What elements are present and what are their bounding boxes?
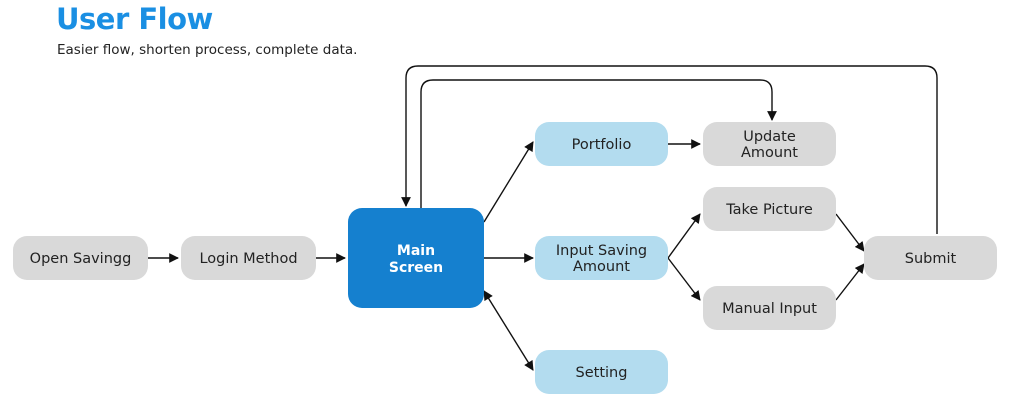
node-setting-label: Setting — [576, 365, 628, 381]
node-open-saving[interactable]: Open Savingg — [13, 236, 148, 280]
edge-submit-to-main-screen-loop — [401, 65, 938, 234]
node-take-picture-box — [703, 187, 836, 231]
page-title: User Flow — [56, 2, 213, 36]
node-input-saving-label-line-2: Amount — [573, 259, 630, 275]
node-update-amount-label-line-2: Amount — [741, 145, 798, 161]
edge-take-picture-to-submit — [835, 213, 865, 252]
node-main-screen[interactable]: Main Screen — [348, 208, 484, 308]
node-portfolio-box — [535, 122, 668, 166]
node-setting-box — [535, 350, 668, 394]
node-manual-input-label: Manual Input — [722, 301, 817, 317]
node-take-picture-label: Take Picture — [725, 202, 813, 218]
node-input-saving-box — [535, 236, 668, 280]
node-open-saving-label: Open Savingg — [30, 251, 132, 267]
node-input-saving[interactable]: Input Saving Amount — [535, 236, 668, 280]
node-login-method-label: Login Method — [199, 251, 297, 267]
node-take-picture[interactable]: Take Picture — [703, 187, 836, 231]
node-login-method[interactable]: Login Method — [181, 236, 316, 280]
node-manual-input-box — [703, 286, 836, 330]
page-subtitle: Easier flow, shorten process, complete d… — [57, 42, 358, 58]
edge-main-screen-to-update-amount-loop — [420, 79, 777, 208]
edge-input-saving-to-take-picture — [667, 213, 701, 259]
edge-main-screen-to-portfolio — [483, 141, 534, 223]
node-input-saving-label-line-1: Input Saving — [556, 243, 647, 259]
node-open-saving-box — [13, 236, 148, 280]
node-portfolio[interactable]: Portfolio — [535, 122, 668, 166]
edge-main-screen-setting-bidirectional — [483, 290, 534, 371]
node-manual-input[interactable]: Manual Input — [703, 286, 836, 330]
node-main-screen-label-line-1: Main — [397, 243, 435, 259]
node-update-amount-label-line-1: Update — [743, 129, 796, 145]
edges — [148, 65, 938, 371]
edge-input-saving-to-manual-input — [667, 257, 701, 301]
node-main-screen-label-line-2: Screen — [389, 260, 443, 276]
node-login-method-box — [181, 236, 316, 280]
node-setting[interactable]: Setting — [535, 350, 668, 394]
node-portfolio-label: Portfolio — [572, 137, 632, 153]
node-update-amount-box — [703, 122, 836, 166]
node-update-amount[interactable]: Update Amount — [703, 122, 836, 166]
node-submit-label: Submit — [905, 251, 957, 267]
node-submit[interactable]: Submit — [864, 236, 997, 280]
node-submit-box — [864, 236, 997, 280]
edge-manual-input-to-submit — [835, 263, 865, 301]
node-main-screen-box — [348, 208, 484, 308]
